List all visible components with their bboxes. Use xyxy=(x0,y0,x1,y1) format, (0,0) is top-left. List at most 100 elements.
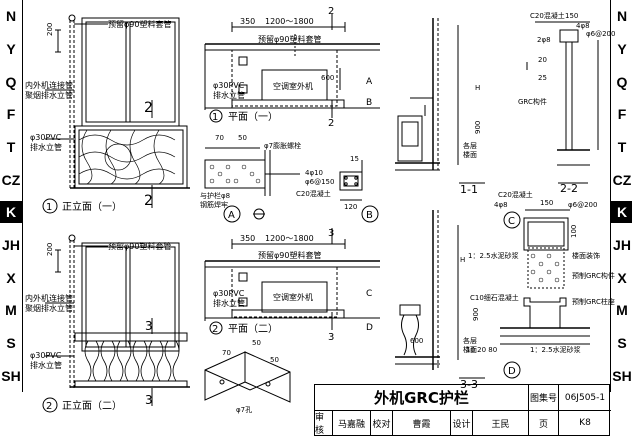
pvc-label-2: φ30PVC xyxy=(30,351,62,360)
dims-1020: 10 20 80 xyxy=(466,346,497,354)
steel-bar-label-b: 钢筋焊牢 xyxy=(200,200,228,209)
plan-1 xyxy=(204,14,380,123)
index-tab-left-s[interactable]: S xyxy=(6,335,16,351)
bolt-label: φ7膨胀螺栓 xyxy=(264,141,301,150)
mark-H-3: H xyxy=(460,256,465,264)
page-no: K8 xyxy=(579,418,591,428)
atlas-no-label: 图集号 xyxy=(529,385,559,411)
c20-label-2: C20混凝土 xyxy=(530,11,565,20)
grc-base-label-2: 预制GRC柱座 xyxy=(572,297,615,306)
pre-pipe-label: 预留φ90塑料套管 xyxy=(108,19,171,29)
sec22-title: 2-2 xyxy=(560,182,578,195)
index-tab-right-sh[interactable]: SH xyxy=(612,367,632,384)
index-tab-right-cz[interactable]: CZ xyxy=(612,171,632,188)
index-tab-right-m[interactable]: M xyxy=(616,302,628,319)
section-2-2 xyxy=(526,21,599,184)
dim-900-3: 900 xyxy=(472,308,480,321)
section-mark-3b: 3 xyxy=(145,393,153,407)
index-tab-left-cz[interactable]: CZ xyxy=(1,171,21,188)
dim-25-2: 25 xyxy=(538,74,547,82)
index-tab-right-x[interactable]: X xyxy=(617,269,627,286)
index-tab-right-jh[interactable]: JH xyxy=(613,237,631,253)
index-tab-left-q[interactable]: Q xyxy=(5,73,17,90)
rebar-c-label-C: 4φ8 xyxy=(494,201,508,209)
finish-label: 楼面装饰 xyxy=(572,251,600,260)
dim-120: 120 xyxy=(344,203,357,211)
plan1-mark-2b: 2 xyxy=(328,118,334,129)
sec11-title: 1-1 xyxy=(460,183,478,196)
index-tab-left-jh[interactable]: JH xyxy=(2,237,20,253)
ac-unit-1: 空调室外机 xyxy=(273,81,313,91)
dim-200-label: 200 xyxy=(46,23,54,36)
plan1-pvc: φ30PVC xyxy=(213,81,245,90)
index-tab-left-n[interactable]: N xyxy=(5,8,17,25)
drawing-title: 外机GRC护栏 xyxy=(315,385,529,411)
pvc-label-2b: 排水立管 xyxy=(30,360,62,370)
plan2-mark-3a: 3 xyxy=(328,228,334,239)
pvc-label-b: 排水立管 xyxy=(30,142,62,152)
elev2-title: 正立面（二） xyxy=(62,399,122,412)
index-tab-right-q[interactable]: Q xyxy=(616,73,628,90)
detail-A-mark: A xyxy=(228,210,235,221)
page-label: 页 xyxy=(529,411,559,435)
ac-unit-2: 空调室外机 xyxy=(273,292,313,302)
grc-label: GRC构件 xyxy=(518,97,547,106)
section-mark-2a: 2 xyxy=(144,100,153,116)
index-tab-left-t[interactable]: T xyxy=(6,139,16,155)
checker: 曹霞 xyxy=(393,411,451,435)
drain-pipe-label-c: 内外机连接管 xyxy=(25,293,73,303)
mark-H-1: H xyxy=(475,84,480,92)
section-1-1 xyxy=(395,18,485,184)
section-mark-2b: 2 xyxy=(144,193,153,209)
index-tab-left-x[interactable]: X xyxy=(6,269,16,286)
elev1-title: 正立面（一） xyxy=(62,200,122,213)
hole-label: φ7孔 xyxy=(236,406,252,414)
index-tab-right-k[interactable]: K xyxy=(611,201,632,224)
dim-600-3: 600 xyxy=(410,337,423,345)
elevation-2 xyxy=(42,234,190,413)
c20-label: C20混凝土 xyxy=(296,189,331,198)
design-label: 设计 xyxy=(451,411,473,435)
c10-label: C10细石混凝土 xyxy=(470,293,519,302)
index-tab-left-f[interactable]: F xyxy=(6,106,16,123)
index-tab-left-y[interactable]: Y xyxy=(6,41,16,57)
mark-D-2: D xyxy=(366,323,373,333)
section-3-3 xyxy=(395,210,485,379)
bracket-dim-50a: 50 xyxy=(252,339,261,347)
rebar-e-label-2: 2φ8 xyxy=(537,36,551,44)
dim-150-2: 150 xyxy=(565,12,578,20)
plan1-pvc-b: 排水立管 xyxy=(213,90,245,100)
index-tab-left-k[interactable]: K xyxy=(0,201,22,224)
plan2-num: 2 xyxy=(212,324,218,335)
index-tab-right-y[interactable]: Y xyxy=(617,41,627,57)
index-tab-left-m[interactable]: M xyxy=(5,302,17,319)
elev2-num: 2 xyxy=(46,401,52,412)
index-tab-left-sh[interactable]: SH xyxy=(1,367,21,384)
dim-150-C: 150 xyxy=(540,199,553,207)
drain-pipe-label-a: 内外机连接管 xyxy=(25,80,73,90)
mortar-label-C: 1：2.5水泥砂浆 xyxy=(468,251,519,260)
pvc-label: φ30PVC xyxy=(30,133,62,142)
grc-base-label: 预制GRC构件 xyxy=(572,271,615,280)
index-tab-right-n[interactable]: N xyxy=(616,8,628,25)
grc-bracket-detail xyxy=(204,351,291,403)
plan2-pvc: φ30PVC xyxy=(213,289,245,298)
dim-1200-2: 1200～1800 xyxy=(265,234,314,243)
dim-15: 15 xyxy=(350,155,359,163)
dim-900-1: 900 xyxy=(474,121,482,134)
plan1-pre-pipe: 预留φ90塑料套管 xyxy=(258,34,321,44)
index-tab-right-f[interactable]: F xyxy=(617,106,627,123)
rebar-a-label: 4φ10 xyxy=(305,169,323,177)
section-mark-3a: 3 xyxy=(145,319,153,333)
reviewer: 马嘉融 xyxy=(333,411,371,435)
index-tab-right-s[interactable]: S xyxy=(617,335,627,351)
dim-20-2: 20 xyxy=(538,56,547,64)
elevation-1 xyxy=(42,14,190,214)
dim-350: 350 xyxy=(240,17,255,26)
index-tab-right-t[interactable]: T xyxy=(617,139,627,155)
rebar-c-label-2: 4φ8 xyxy=(576,22,590,30)
dim-200-label-2: 200 xyxy=(46,243,54,256)
mark-C-2: C xyxy=(366,289,372,299)
